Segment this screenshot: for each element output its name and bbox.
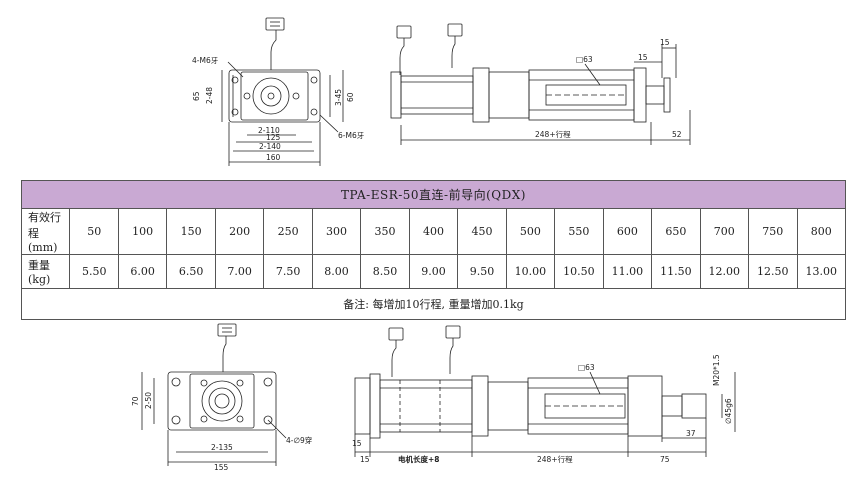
weight-cell: 9.00 [408,254,459,289]
stroke-cell: 350 [360,208,410,255]
dim-label: 15 [352,439,362,448]
top-front-view [221,17,344,166]
top-side-view [390,23,691,145]
dim-label: 37 [686,429,696,438]
dim-label: 248+行程 [537,454,573,464]
dim-label: 2-48 [205,87,214,104]
weight-cell: 13.00 [796,254,846,289]
stroke-cell: 150 [166,208,216,255]
dim-label: 2-135 [211,443,233,452]
stroke-row: 有效行程 (mm) 50 100 150 200 250 300 350 400… [20,208,846,255]
dim-label: 4-M6牙 [192,56,219,65]
dim-label: 160 [266,153,281,162]
dim-label: 155 [214,463,229,472]
dim-label: 6-M6牙 [338,131,365,140]
dim-label: 60 [346,92,355,102]
stroke-cell: 50 [69,208,119,255]
stroke-label: 有效行程 (mm) [20,208,71,255]
stroke-cell: 400 [408,208,459,255]
weight-cell: 10.50 [554,254,604,289]
weight-cell: 7.50 [263,254,313,289]
stroke-cell: 250 [263,208,313,255]
stroke-cell: 700 [699,208,750,255]
weight-cell: 6.00 [117,254,168,289]
weight-cell: 11.00 [602,254,653,289]
dim-label: 电机长度+8 [398,454,440,464]
dim-label: 65 [192,91,201,101]
dim-label: 75 [660,455,670,464]
dim-label: 2-140 [259,142,281,151]
dim-label: 3-45 [334,89,343,106]
weight-cell: 6.50 [166,254,216,289]
bottom-side-view [354,325,736,457]
weight-label: 重量 (kg) [20,254,71,289]
dim-label: 52 [672,130,682,139]
stroke-cell: 450 [457,208,507,255]
bottom-front-view [141,323,287,466]
stroke-cell: 500 [505,208,556,255]
stroke-cell: 800 [796,208,846,255]
weight-cell: 10.00 [505,254,556,289]
table-title-row: TPA-ESR-50直连-前导向(QDX) [21,180,846,209]
note-row: 备注: 每增加10行程, 重量增加0.1kg [21,288,846,320]
dim-label: □63 [578,363,595,372]
dim-label: 15 [360,455,370,464]
dim-label: 15 [660,38,670,47]
table-title: TPA-ESR-50直连-前导向(QDX) [21,180,846,209]
weight-cell: 7.00 [214,254,265,289]
stroke-cell: 600 [602,208,653,255]
weight-cell: 8.00 [311,254,362,289]
weight-row: 重量 (kg) 5.50 6.00 6.50 7.00 7.50 8.00 8.… [20,254,846,289]
dim-label: 4-∅9穿 [286,435,312,445]
dim-label: 2-50 [144,392,153,409]
dim-label: □63 [576,55,593,64]
stroke-cell: 750 [748,208,798,255]
stroke-cell: 650 [651,208,701,255]
dim-label: 248+行程 [535,129,571,139]
stroke-cell: 300 [311,208,362,255]
dim-label: 15 [638,53,648,62]
dim-label: 125 [266,133,281,142]
stroke-cell: 550 [554,208,604,255]
dim-label: 2-110 [258,126,280,135]
weight-cell: 8.50 [360,254,410,289]
dim-label: 70 [131,396,140,406]
stroke-cell: 100 [117,208,168,255]
weight-cell: 12.00 [699,254,750,289]
dim-label: ∅45g6 [724,398,733,424]
dim-label: M20*1.5 [712,354,721,386]
weight-cell: 5.50 [69,254,119,289]
weight-cell: 9.50 [457,254,507,289]
top-drawings: 4-M6牙 65 2-48 3-45 60 6-M6牙 2-110 125 2-… [192,17,691,166]
stroke-cell: 200 [214,208,265,255]
spec-table: TPA-ESR-50直连-前导向(QDX) 有效行程 (mm) 50 100 1… [20,180,846,320]
table-note: 备注: 每增加10行程, 重量增加0.1kg [21,288,846,320]
weight-cell: 12.50 [748,254,798,289]
bottom-drawings: 70 2-50 2-135 155 4-∅9穿 □63 M20*1.5 ∅45g… [131,323,736,472]
weight-cell: 11.50 [651,254,701,289]
